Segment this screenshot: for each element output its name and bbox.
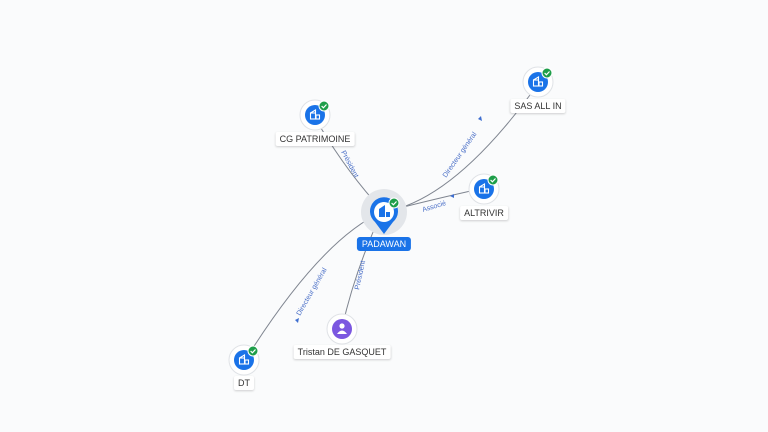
building-icon bbox=[379, 205, 390, 217]
verified-badge-icon bbox=[388, 197, 400, 209]
edge-arrow-dt bbox=[295, 318, 299, 323]
node-padawan[interactable] bbox=[361, 189, 407, 235]
edge-arrow-altrivir bbox=[450, 194, 454, 198]
building-icon bbox=[309, 109, 321, 120]
building-icon bbox=[478, 183, 490, 194]
node-label-sas-all-in[interactable]: SAS ALL IN bbox=[510, 99, 566, 113]
verified-badge-icon bbox=[247, 345, 259, 357]
node-cg-patrimoine[interactable] bbox=[299, 99, 331, 131]
node-dt[interactable] bbox=[228, 344, 260, 376]
node-sas-all-in[interactable] bbox=[522, 66, 554, 98]
building-icon bbox=[238, 354, 250, 365]
verified-badge-icon bbox=[541, 67, 553, 79]
edge-label-dt: Directeur général bbox=[296, 267, 329, 317]
node-label-padawan[interactable]: PADAWAN bbox=[356, 237, 412, 251]
edge-label-cg-patrimoine: Président bbox=[339, 150, 359, 179]
node-altrivir[interactable] bbox=[468, 173, 500, 205]
node-label-cg-patrimoine[interactable]: CG PATRIMOINE bbox=[275, 132, 355, 146]
edge-label-tristan: Président bbox=[354, 260, 367, 290]
building-icon bbox=[532, 76, 544, 87]
edge-arrow-sas-all-in bbox=[478, 116, 482, 121]
verified-badge-icon bbox=[318, 100, 330, 112]
verified-badge-icon bbox=[487, 174, 499, 186]
node-label-tristan-de-gasquet[interactable]: Tristan DE GASQUET bbox=[293, 345, 391, 359]
node-label-dt[interactable]: DT bbox=[234, 376, 254, 390]
person-icon bbox=[337, 323, 347, 334]
node-tristan-de-gasquet[interactable] bbox=[326, 313, 358, 345]
node-label-altrivir[interactable]: ALTRIVIR bbox=[460, 206, 508, 220]
